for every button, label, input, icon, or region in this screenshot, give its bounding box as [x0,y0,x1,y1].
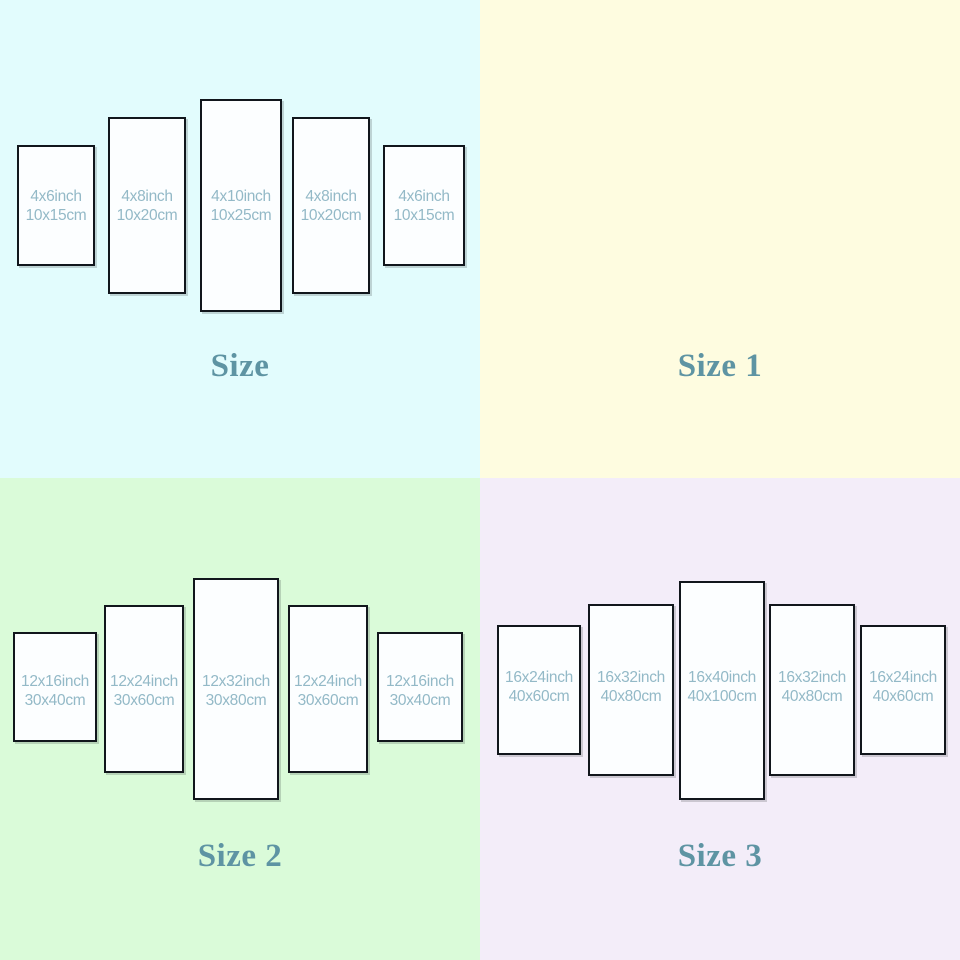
size-panel[interactable]: 16x32inch 40x80cm [769,604,855,776]
size-panel[interactable]: 16x40inch 40x100cm [679,581,765,800]
size-panel-label: 12x16inch 30x40cm [9,672,101,710]
size-label-inch: 12x16inch [21,673,89,690]
size-label-cm: 10x25cm [210,207,272,224]
size-label-cm: 10x15cm [25,207,87,224]
quadrant-title-size-3: Size 3 [677,838,763,874]
size-panel[interactable]: 4x6inch 10x15cm [383,145,465,266]
size-label-inch: 4x8inch [121,188,173,205]
size-label-inch: 16x24inch [505,669,573,686]
size-label-inch: 4x6inch [30,188,82,205]
quadrant-size-2: 12x16inch 30x40cm 12x24inch 30x60cm 12x32inc… [0,478,480,960]
size-panel[interactable]: 4x8inch 10x20cm [108,117,186,294]
size-panel-label: 4x8inch 10x20cm [288,187,374,225]
size-label-inch: 16x32inch [597,669,665,686]
size-label-cm: 10x20cm [300,207,362,224]
size-panel-label: 16x32inch 40x80cm [584,668,678,706]
size-panel-label: 16x32inch 40x80cm [765,668,859,706]
quadrant-size: 4x6inch 10x15cm 4x8inch 10x20cm 4x10inch 10x2… [0,0,480,478]
quadrant-size-1: 8x14inch20x35cm8x18inch20x45cm8x22inch20… [480,0,960,478]
size-label-inch: 12x32inch [202,673,270,690]
size-panel[interactable]: 4x6inch 10x15cm [17,145,95,266]
size-label-inch: 16x40inch [688,669,756,686]
size-panel[interactable]: 12x16inch 30x40cm [13,632,97,742]
size-panel[interactable]: 16x24inch 40x60cm [497,625,581,755]
size-panel[interactable]: 12x24inch 30x60cm [104,605,184,773]
size-label-inch: 12x24inch [294,673,362,690]
size-label-inch: 4x10inch [211,188,271,205]
size-label-cm: 10x15cm [393,207,455,224]
size-panel[interactable]: 12x32inch 30x80cm [193,578,279,800]
size-label-cm: 30x80cm [205,692,267,709]
size-panel-label: 4x6inch 10x15cm [13,187,99,225]
size-label-cm: 40x80cm [600,688,662,705]
size-panel-label: 4x6inch 10x15cm [379,187,469,225]
size-label-cm: 30x60cm [113,692,175,709]
panel-group-size-1: 8x14inch20x35cm8x18inch20x45cm8x22inch20… [480,0,960,340]
size-label-cm: 30x60cm [297,692,359,709]
quadrant-title-size-2: Size 2 [197,838,283,874]
size-panel-label: 4x8inch 10x20cm [104,187,190,225]
size-panel-label: 16x24inch 40x60cm [856,668,950,706]
size-panel[interactable]: 12x16inch 30x40cm [377,632,463,742]
quadrant-title-size: Size [210,348,270,384]
panel-group-size-3: 16x24inch 40x60cm 16x32inch 40x80cm 16x40inc… [480,478,960,818]
quadrant-title-size-1: Size 1 [677,348,763,384]
size-panel-label: 4x10inch 10x25cm [196,187,286,225]
size-panel[interactable]: 16x32inch 40x80cm [588,604,674,776]
size-panel-label: 16x24inch 40x60cm [493,668,585,706]
size-panel[interactable]: 16x24inch 40x60cm [860,625,946,755]
panel-group-size-2: 12x16inch 30x40cm 12x24inch 30x60cm 12x32inc… [0,478,480,818]
size-panel[interactable]: 4x8inch 10x20cm [292,117,370,294]
size-panel[interactable]: 12x24inch 30x60cm [288,605,368,773]
size-label-cm: 30x40cm [24,692,86,709]
size-label-cm: 40x100cm [687,688,757,705]
size-panel-label: 12x24inch 30x60cm [284,672,372,710]
size-label-inch: 4x6inch [398,188,450,205]
size-label-inch: 16x24inch [869,669,937,686]
size-label-cm: 10x20cm [116,207,178,224]
size-label-inch: 12x24inch [110,673,178,690]
quadrant-size-3: 16x24inch 40x60cm 16x32inch 40x80cm 16x40inc… [480,478,960,960]
size-panel[interactable]: 4x10inch 10x25cm [200,99,282,312]
panel-group-size: 4x6inch 10x15cm 4x8inch 10x20cm 4x10inch 10x2… [0,0,480,340]
size-panel-label: 12x16inch 30x40cm [373,672,467,710]
size-label-inch: 4x8inch [305,188,357,205]
size-panel-label: 12x32inch 30x80cm [189,672,283,710]
size-label-inch: 16x32inch [778,669,846,686]
size-panel-label: 12x24inch 30x60cm [100,672,188,710]
size-panel-label: 16x40inch 40x100cm [675,668,769,706]
size-label-inch: 12x16inch [386,673,454,690]
size-label-cm: 40x80cm [781,688,843,705]
size-label-cm: 30x40cm [389,692,451,709]
size-label-cm: 40x60cm [872,688,934,705]
size-label-cm: 40x60cm [508,688,570,705]
